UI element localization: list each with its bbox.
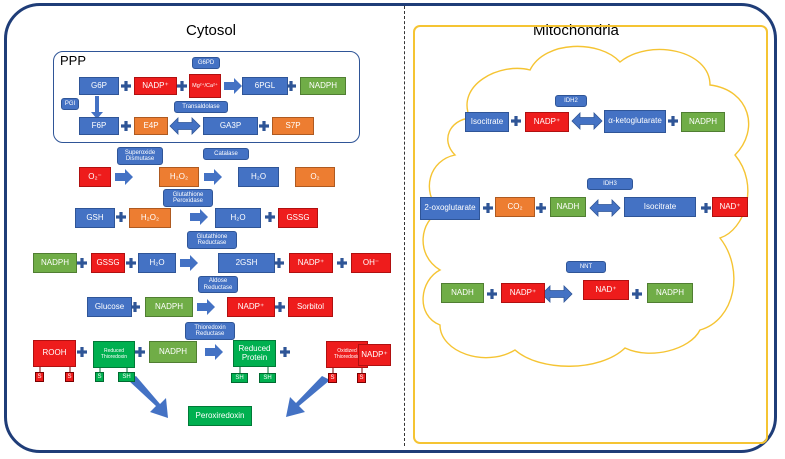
ppp-container [53, 51, 360, 143]
h2o-node-3: H₂O [138, 253, 176, 273]
reduced-protein-node: Reduced Protein [233, 340, 276, 367]
gssg-node: GSSG [278, 208, 318, 228]
gpx-enzyme: Glutathione Peroxidase [163, 189, 213, 207]
nadph-node-4: NADPH [149, 341, 197, 363]
f6p-node: F6P [79, 117, 119, 135]
cell-outline [4, 3, 777, 453]
mitochondria-outline [413, 25, 768, 444]
cytosol-title: Cytosol [186, 22, 237, 39]
nadp-mito-node-2: NADP⁺ [501, 283, 545, 303]
catalase-enzyme: Catalase [203, 148, 249, 160]
h2o2-node: H₂O₂ [159, 167, 199, 187]
glucose-node: Glucose [87, 297, 132, 317]
gssg-node-2: GSSG [91, 253, 125, 273]
nadph-node-3: NADPH [145, 297, 193, 317]
nad-node: NAD⁺ [712, 197, 748, 217]
g6p-node: G6P [79, 77, 119, 95]
nadp-node-2: NADP⁺ [289, 253, 333, 273]
ppp-title: PPP [60, 53, 87, 68]
compartment-divider [404, 6, 405, 446]
2gsh-node: 2GSH [218, 253, 275, 273]
nadp-node-4: NADP⁺ [358, 344, 391, 366]
nadh-node: NADH [550, 197, 586, 217]
nnt-enzyme: NNT [566, 261, 606, 273]
sulfur-label-green: S [95, 372, 104, 382]
thiol-label: SH [118, 372, 135, 382]
alpha-ketoglutarate-node: α-ketoglutarate [604, 110, 666, 133]
2-oxoglutarate-node: 2-oxoglutarate [420, 197, 480, 220]
o2-node: O₂ [295, 167, 335, 187]
pgi-enzyme: PGI [61, 98, 79, 110]
ar-enzyme: Aldose Reductase [198, 276, 238, 293]
sulfur-label: S [65, 372, 74, 382]
transaldolase-enzyme: Transaldolase [174, 101, 228, 113]
sorbitol-node: Sorbitol [288, 297, 333, 317]
tr-enzyme: Thioredoxin Reductase [185, 322, 235, 340]
mitochondria-cloud [422, 45, 750, 367]
gsh-node: GSH [75, 208, 115, 228]
isocitrate-node: Isocitrate [465, 112, 509, 132]
nadph-mito-node-2: NADPH [647, 283, 693, 303]
nadph-mito-node: NADPH [681, 112, 725, 132]
s7p-node: S7P [272, 117, 314, 135]
ga3p-node: GA3P [203, 117, 258, 135]
nadp-mito-node: NADP⁺ [525, 112, 569, 132]
h2o2-node-2: H₂O₂ [129, 208, 171, 228]
thiol-label: SH [259, 373, 276, 383]
h2o-node: H₂O [238, 167, 279, 187]
6pgl-node: 6PGL [242, 77, 288, 95]
sulfur-label: S [328, 373, 337, 383]
nadp-node-3: NADP⁺ [227, 297, 275, 317]
hydroxyl-node: OH⁻ [351, 253, 391, 273]
sulfur-label: S [357, 373, 366, 383]
nad-node-2: NAD⁺ [583, 280, 629, 300]
sod-enzyme: Superoxide Dismutase [117, 147, 163, 165]
g6pd-enzyme: G6PD [192, 57, 220, 69]
gr-enzyme: Glutathione Reductase [187, 231, 237, 249]
idh3-enzyme: IDH3 [587, 178, 633, 190]
peroxiredoxin-node: Peroxiredoxin [188, 406, 252, 426]
e4p-node: E4P [134, 117, 168, 135]
reduced-thioredoxin-node: Reduced Thioredoxin [93, 341, 135, 368]
nadph-node: NADPH [300, 77, 346, 95]
co2-node: CO₂ [495, 197, 535, 217]
nadph-node-2: NADPH [33, 253, 77, 273]
sulfur-label: S [35, 372, 44, 382]
nadh-node-2: NADH [441, 283, 484, 303]
rooh-node: ROOH [33, 340, 76, 367]
isocitrate-node-2: Isocitrate [624, 197, 696, 217]
superoxide-node: O₂⁻ [79, 167, 111, 187]
thiol-label: SH [231, 373, 248, 383]
h2o-node-2: H₂O [215, 208, 261, 228]
nadp-node: NADP⁺ [134, 77, 177, 95]
idh2-enzyme: IDH2 [555, 95, 587, 107]
mg-ca-node: Mg²⁺/Ca²⁺ [189, 74, 221, 98]
